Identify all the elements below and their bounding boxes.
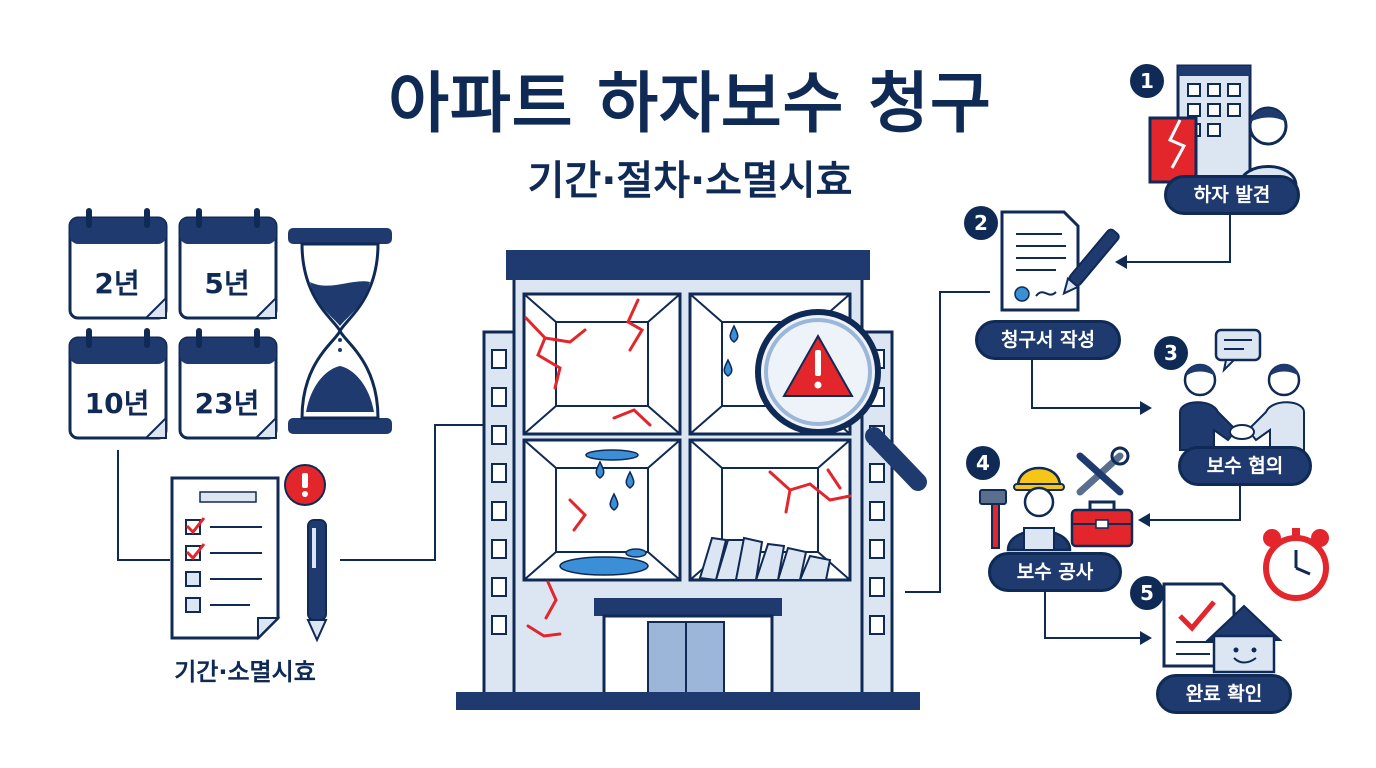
page-subtitle: 기간·절차·소멸시효 bbox=[527, 158, 853, 204]
step-label-repair-negotiation: 보수 협의 bbox=[1178, 446, 1312, 486]
tools-icon bbox=[1076, 446, 1130, 496]
period-section-label: 기간·소멸시효 bbox=[174, 658, 316, 686]
worker-icon bbox=[979, 466, 1072, 552]
step-label-defect-discovery: 하자 발견 bbox=[1164, 175, 1300, 215]
page-title: 아파트 하자보수 청구 bbox=[388, 65, 992, 142]
claim-document-icon bbox=[1000, 210, 1120, 312]
period-label: 23년 bbox=[194, 387, 260, 420]
toolbox-icon bbox=[1070, 500, 1134, 548]
calendar-icon bbox=[178, 328, 278, 440]
pen-icon bbox=[306, 519, 328, 643]
connector-lines bbox=[117, 212, 1241, 639]
step-label-repair-work: 보수 공사 bbox=[988, 552, 1122, 592]
step-label-claim-writing: 청구서 작성 bbox=[975, 320, 1121, 360]
house-icon bbox=[1205, 604, 1283, 674]
magnifier-warning-icon bbox=[755, 309, 927, 491]
alert-icon bbox=[284, 464, 326, 506]
checklist-icon bbox=[170, 476, 281, 641]
step-number-badge: 3 bbox=[1154, 336, 1188, 370]
period-label: 5년 bbox=[204, 267, 250, 300]
step-number-badge: 5 bbox=[1130, 576, 1164, 610]
calendar-icon bbox=[68, 328, 168, 440]
arrow-heads bbox=[1115, 255, 1152, 645]
calendar-icon bbox=[178, 208, 278, 320]
step-number-badge: 4 bbox=[966, 446, 1000, 480]
step-number-badge: 2 bbox=[964, 206, 998, 240]
step-label-completion-check: 완료 확인 bbox=[1156, 674, 1292, 714]
alarm-clock-icon bbox=[1263, 528, 1329, 601]
period-label: 10년 bbox=[84, 387, 150, 420]
period-label: 2년 bbox=[94, 267, 140, 300]
hourglass-icon bbox=[288, 228, 392, 434]
step-number-badge: 1 bbox=[1130, 64, 1164, 98]
defect-discovery-icon bbox=[1148, 64, 1298, 188]
handshake-icon bbox=[1179, 328, 1305, 451]
calendar-icon bbox=[68, 208, 168, 320]
